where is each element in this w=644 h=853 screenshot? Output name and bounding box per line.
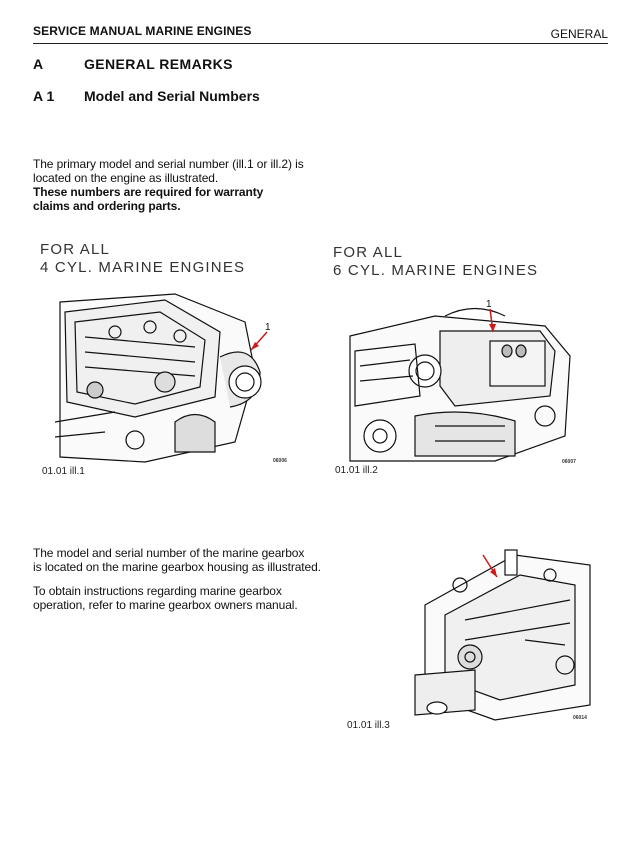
- figure-right-caption: FOR ALL 6 CYL. MARINE ENGINES: [333, 244, 538, 280]
- paragraph-gap: [33, 574, 353, 584]
- figure-code: 06006: [273, 458, 287, 464]
- caption-line: FOR ALL: [40, 241, 111, 258]
- callout-number: 1: [486, 299, 492, 310]
- subsection-number: A 1: [33, 88, 55, 104]
- intro-bold-line: claims and ordering parts.: [33, 199, 181, 213]
- chapter-title: GENERAL: [550, 27, 608, 41]
- manual-title: SERVICE MANUAL MARINE ENGINES: [33, 24, 252, 38]
- illustration-label: 01.01 ill.2: [335, 465, 378, 476]
- illustration-label: 01.01 ill.3: [347, 720, 390, 731]
- intro-paragraph: The primary model and serial number (ill…: [33, 157, 333, 213]
- caption-line: 4 CYL. MARINE ENGINES: [40, 259, 246, 276]
- section-title: GENERAL REMARKS: [84, 56, 233, 72]
- subsection-title: Model and Serial Numbers: [84, 88, 260, 104]
- intro-line: located on the engine as illustrated.: [33, 171, 219, 185]
- section-number: A: [33, 56, 44, 72]
- figure-code: 06007: [562, 459, 576, 465]
- gearbox-line: To obtain instructions regarding marine …: [33, 584, 282, 598]
- marine-gearbox-illustration: 06014: [414, 549, 591, 721]
- header-rule: [33, 43, 608, 44]
- gearbox-paragraph: The model and serial number of the marin…: [33, 546, 353, 612]
- figure-left-caption: FOR ALL 4 CYL. MARINE ENGINES: [40, 241, 245, 277]
- intro-line: The primary model and serial number (ill…: [33, 157, 304, 171]
- gearbox-line: is located on the marine gearbox housing…: [33, 560, 321, 574]
- callout-number: 1: [265, 322, 271, 333]
- six-cylinder-engine-illustration: 1 06007: [349, 299, 576, 465]
- gearbox-line: operation, refer to marine gearbox owner…: [33, 598, 298, 612]
- illustration-label: 01.01 ill.1: [42, 466, 85, 477]
- gearbox-line: The model and serial number of the marin…: [33, 546, 305, 560]
- caption-line: 6 CYL. MARINE ENGINES: [333, 262, 539, 279]
- figure-code: 06014: [573, 715, 587, 721]
- intro-bold-line: These numbers are required for warranty: [33, 185, 264, 199]
- four-cylinder-engine-illustration: 1 06006: [55, 293, 287, 464]
- caption-line: FOR ALL: [333, 244, 404, 261]
